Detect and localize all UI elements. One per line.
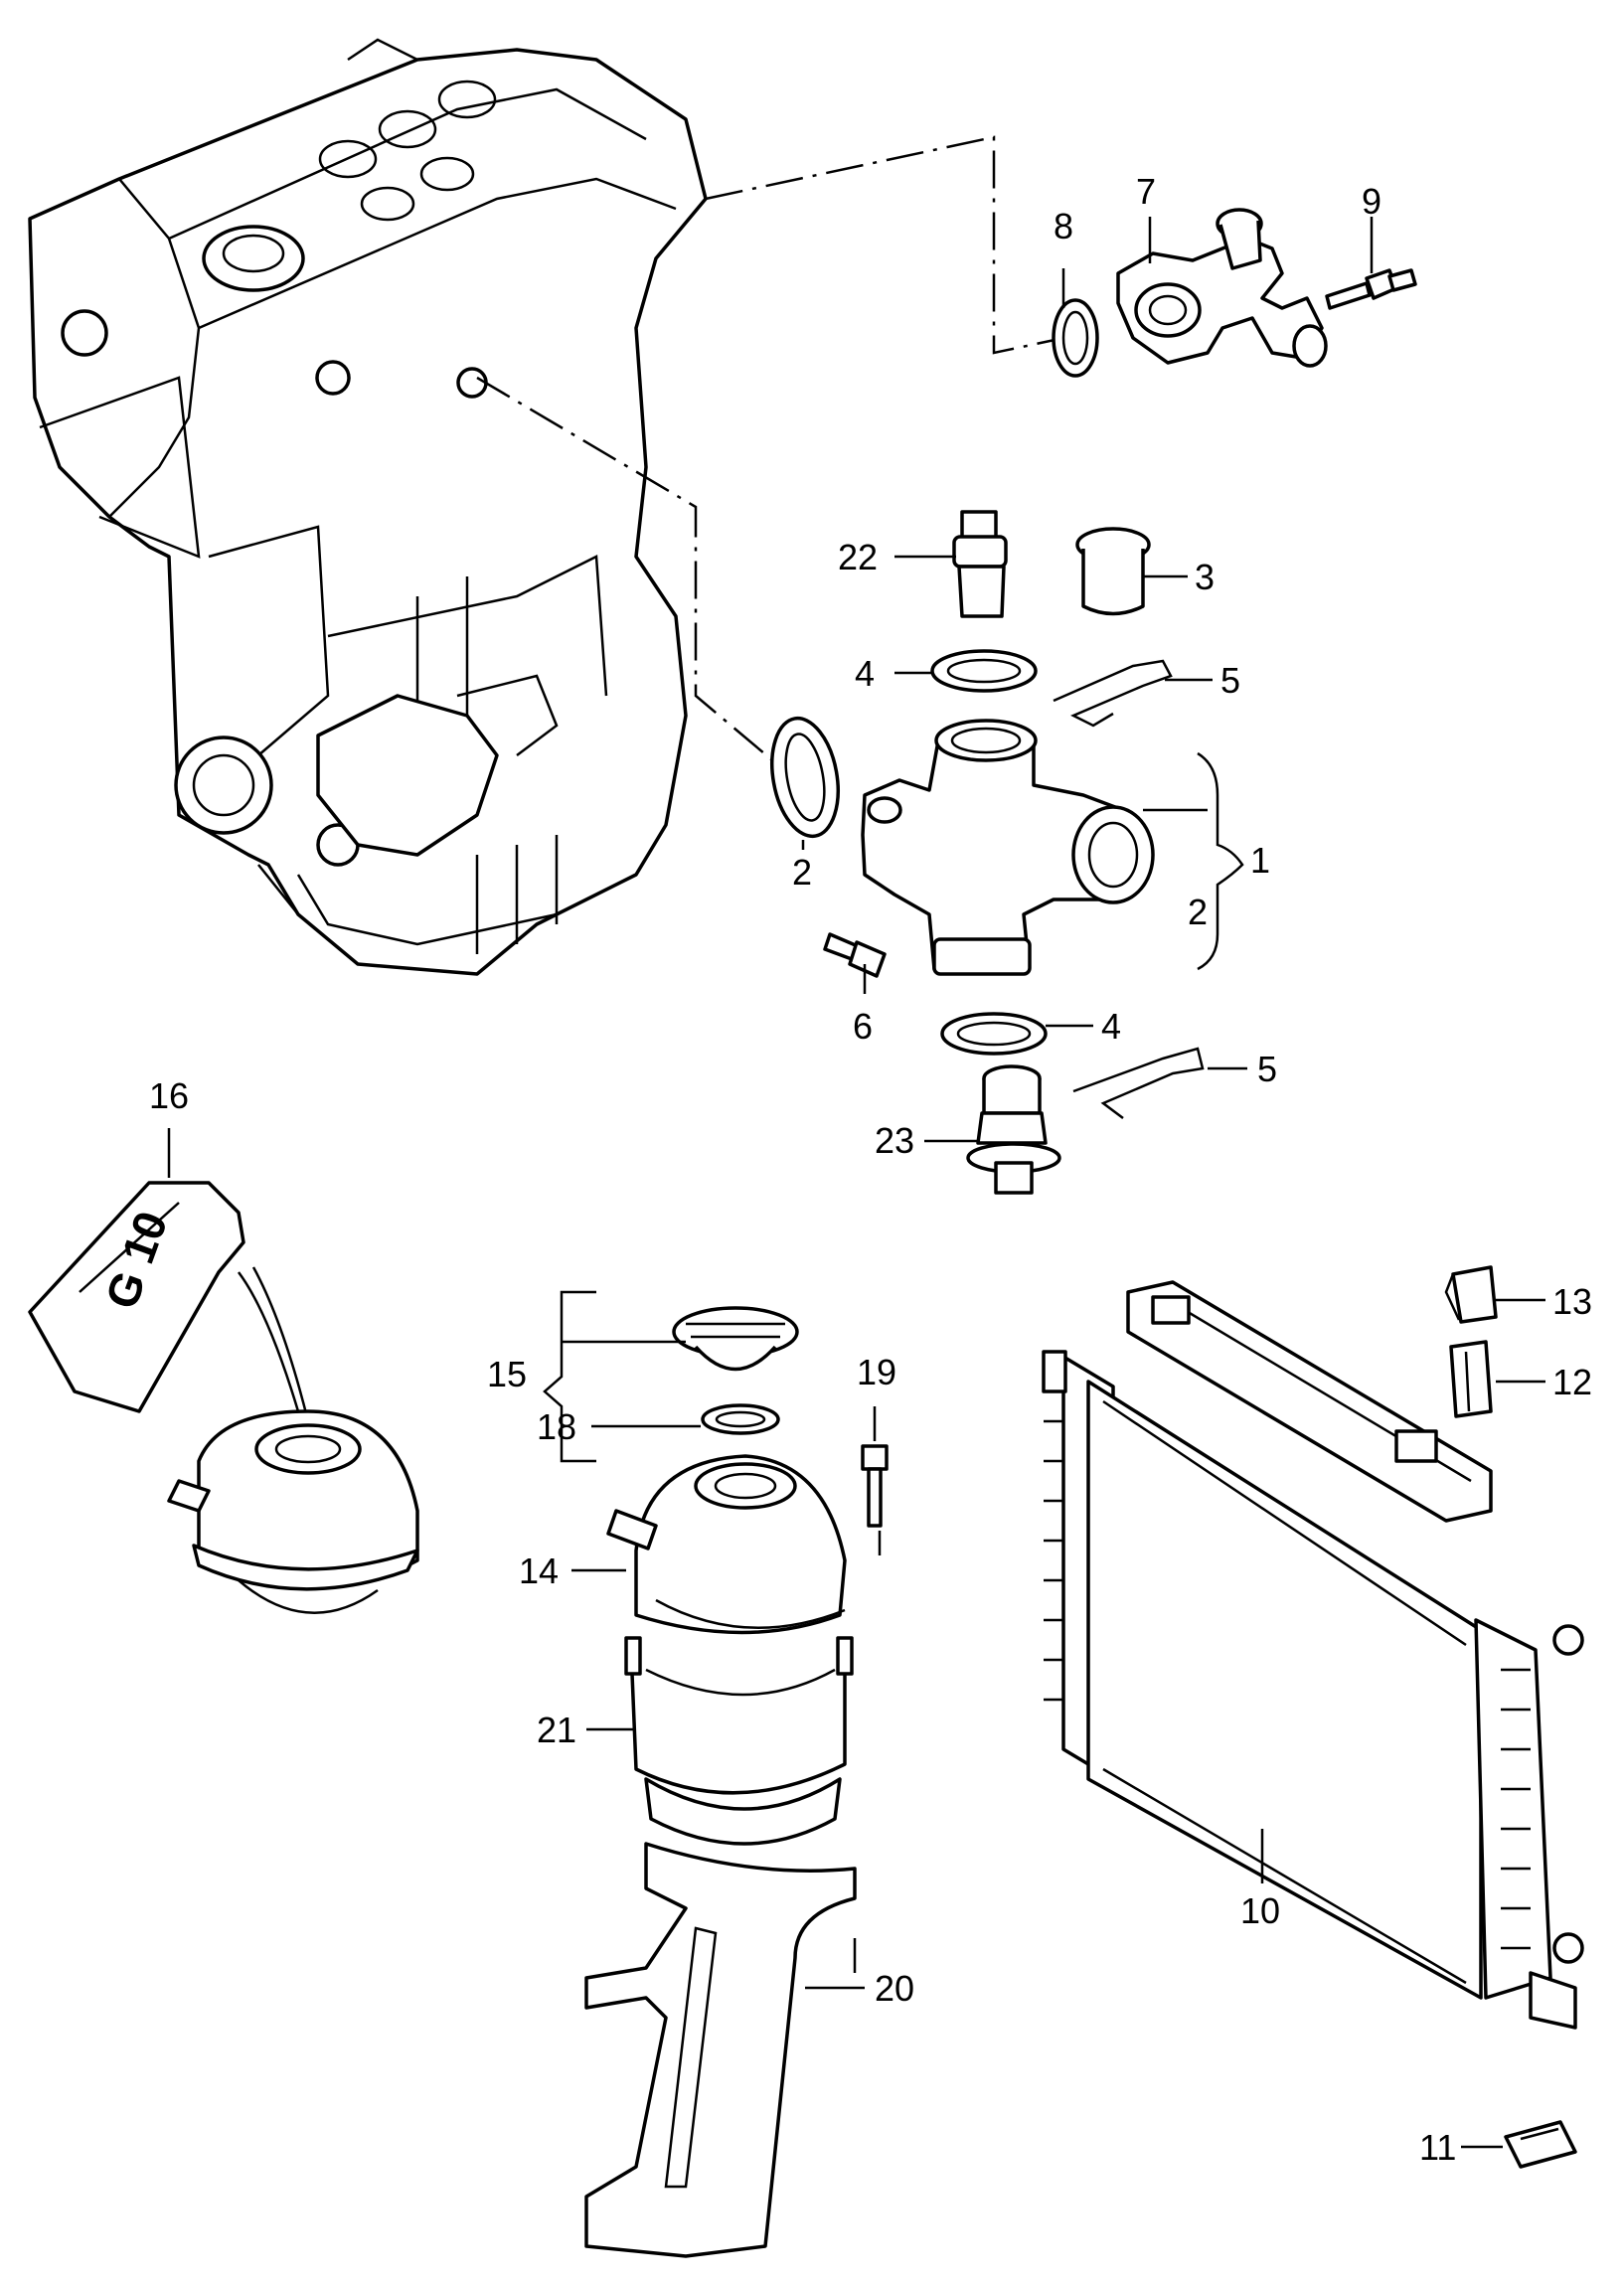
- temperature-sender-part-22: [952, 510, 1008, 618]
- connection-flange-part-7: [1116, 208, 1328, 368]
- bracket-part-21: [624, 1636, 854, 1846]
- callout-22: 22: [838, 537, 878, 577]
- reservoir-cap-part-15: [672, 1306, 799, 1372]
- plug-part-3: [1075, 527, 1151, 616]
- callout-5-upper: 5: [1220, 660, 1240, 701]
- retaining-clip-part-5-lower: [1072, 1047, 1205, 1119]
- gasket-ring-part-8: [1052, 298, 1099, 378]
- callout-4-upper: 4: [855, 653, 875, 694]
- coolant-flange-part-1: [861, 719, 1155, 976]
- callout-11: 11: [1419, 2127, 1456, 2168]
- engine-block: [28, 38, 708, 976]
- callout-20: 20: [875, 1968, 914, 2009]
- bolt-part-6: [823, 932, 887, 978]
- clip-part-13: [1444, 1265, 1498, 1324]
- callout-8: 8: [1054, 206, 1073, 246]
- rubber-buffer-part-12: [1449, 1340, 1493, 1418]
- callout-10: 10: [1240, 1890, 1280, 1931]
- bolt-part-9: [1325, 268, 1417, 310]
- callout-13: 13: [1552, 1281, 1592, 1322]
- callout-7: 7: [1136, 171, 1156, 212]
- dashed-assembly-lines: [476, 135, 1074, 776]
- bolt-part-19: [861, 1444, 889, 1528]
- callout-15: 15: [487, 1354, 527, 1394]
- callout-16: 16: [149, 1075, 189, 1116]
- callout-2-flange: 2: [1188, 892, 1208, 932]
- callout-23: 23: [875, 1120, 914, 1161]
- callout-18: 18: [537, 1406, 576, 1447]
- temperature-sender-part-23: [966, 1064, 1061, 1195]
- callout-21: 21: [537, 1710, 576, 1750]
- expansion-tank-part-14: [606, 1454, 847, 1635]
- callout-4-lower: 4: [1101, 1006, 1121, 1047]
- callout-9: 9: [1362, 181, 1381, 222]
- leader-lines: [167, 217, 1545, 2149]
- coolant-canister-part-16: G 10: [28, 1181, 310, 1422]
- expansion-tank-filling: [167, 1409, 419, 1614]
- retaining-clip-part-5-upper: [1053, 659, 1173, 728]
- radiator-fan-shroud: [1126, 1280, 1493, 1523]
- callout-14: 14: [519, 1551, 559, 1591]
- seal-ring-part-4-upper: [930, 649, 1038, 693]
- callout-2-gasket: 2: [792, 852, 812, 893]
- callout-5-lower: 5: [1257, 1049, 1277, 1089]
- seal-ring-part-4-lower: [940, 1012, 1048, 1056]
- callout-6: 6: [853, 1006, 873, 1047]
- callout-19: 19: [857, 1352, 896, 1392]
- radiator-part-10: [1042, 1350, 1584, 2030]
- callout-3: 3: [1195, 557, 1215, 597]
- callout-labels: 7 8 9 22 3 4 5 2 1 2 6 4 5 23 16 15 18 1…: [149, 171, 1592, 2168]
- rubber-mount-part-11: [1504, 2120, 1577, 2169]
- support-bracket-part-20: [584, 1842, 857, 2258]
- gasket-part-2: [770, 716, 840, 839]
- cap-seal-part-18: [701, 1403, 780, 1435]
- callout-12: 12: [1552, 1362, 1592, 1402]
- callout-1: 1: [1250, 840, 1270, 881]
